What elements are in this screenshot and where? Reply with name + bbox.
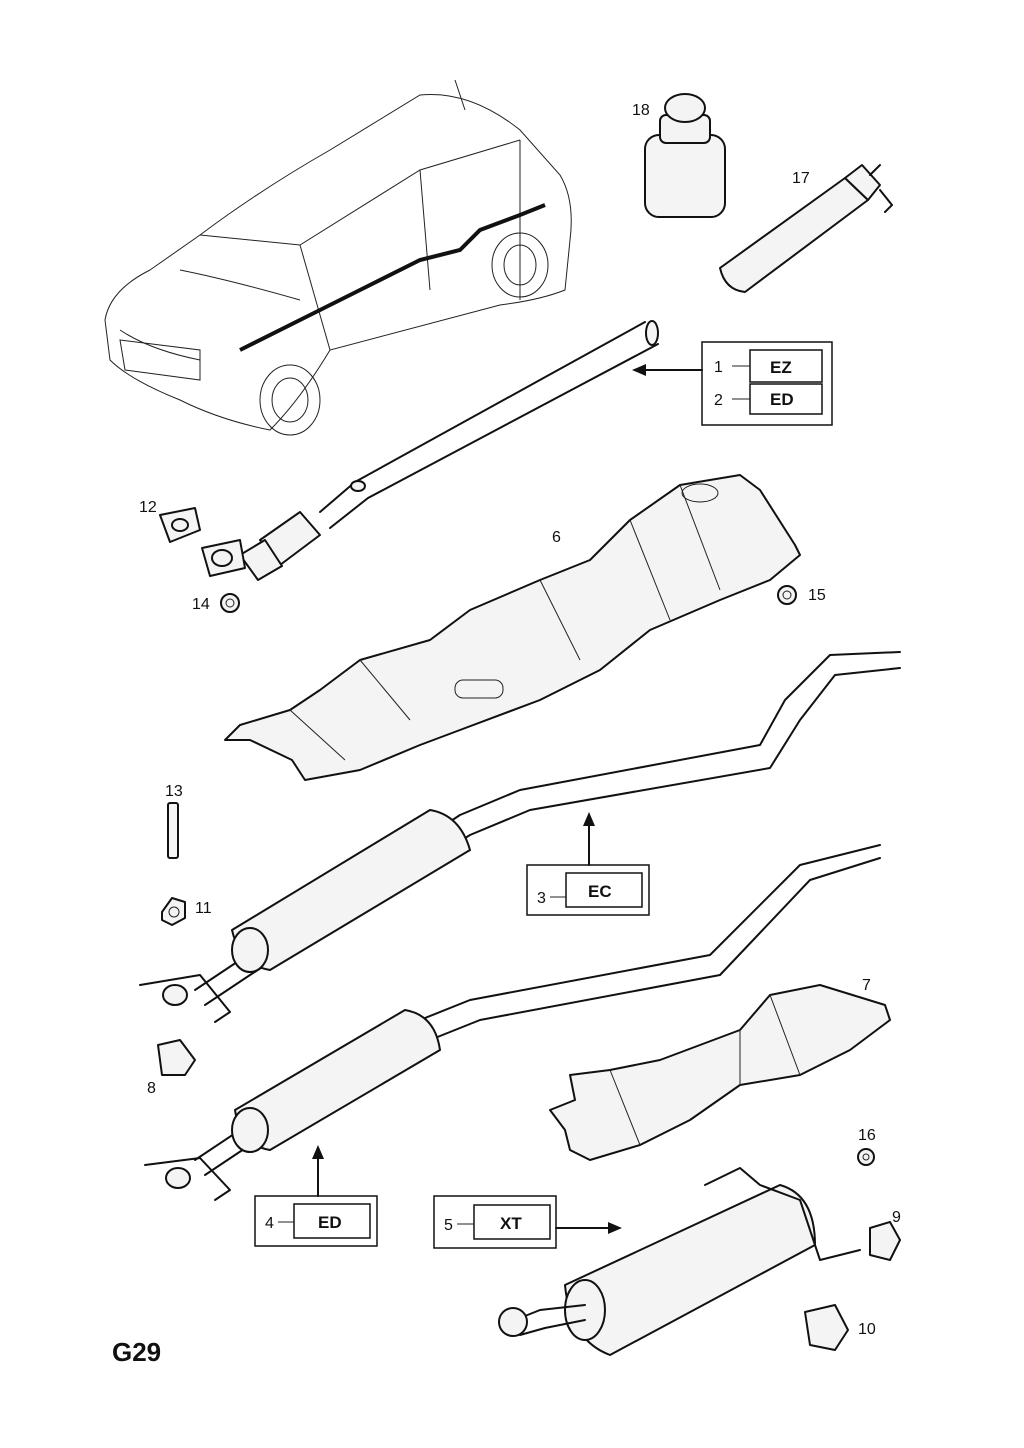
callout-5: 5 XT	[433, 1195, 622, 1249]
label-part-6: 6	[552, 529, 561, 546]
gaskets	[159, 507, 246, 613]
heat-shield-part-7	[549, 984, 891, 1166]
part-number-labels: 6 7 8 9 10 11 12 13 14 15 16 17 18	[139, 102, 901, 1338]
centre-pipe-part-4	[144, 844, 881, 1201]
label-part-11: 11	[195, 900, 212, 917]
label-part-9: 9	[892, 1209, 901, 1226]
callout-4: 4 ED	[254, 1145, 378, 1247]
label-part-13: 13	[165, 783, 183, 800]
callout-1-2: 1 EZ 2 ED	[632, 341, 833, 426]
car-illustration	[104, 79, 572, 436]
callout-5-code: XT	[500, 1214, 522, 1233]
centre-pipe-part-3	[139, 651, 901, 1076]
label-part-18: 18	[632, 102, 650, 119]
label-part-14: 14	[192, 596, 210, 613]
page-code: G29	[112, 1337, 161, 1367]
label-part-10: 10	[858, 1321, 876, 1338]
callout-1-code: EZ	[770, 358, 792, 377]
label-part-7: 7	[862, 977, 871, 994]
callout-3-number: 3	[537, 890, 546, 907]
stud-nut	[161, 802, 186, 926]
bottle-part-18	[644, 93, 726, 218]
label-part-17: 17	[792, 170, 810, 187]
callout-5-number: 5	[444, 1217, 453, 1234]
front-pipe-part-1-2	[239, 320, 659, 581]
sealant-tube-part-17	[719, 164, 893, 293]
callout-4-number: 4	[265, 1215, 274, 1232]
label-part-8: 8	[147, 1080, 156, 1097]
callout-1-number: 1	[714, 359, 723, 376]
rear-silencer-part-5	[498, 1167, 901, 1356]
label-part-16: 16	[858, 1127, 876, 1144]
heat-shield-part-6	[224, 474, 801, 781]
label-part-15: 15	[808, 587, 826, 604]
callout-3: 3 EC	[526, 812, 650, 916]
callout-4-code: ED	[318, 1213, 342, 1232]
callout-2-number: 2	[714, 392, 723, 409]
label-part-12: 12	[139, 499, 157, 516]
callout-2-code: ED	[770, 390, 794, 409]
callout-3-code: EC	[588, 882, 612, 901]
